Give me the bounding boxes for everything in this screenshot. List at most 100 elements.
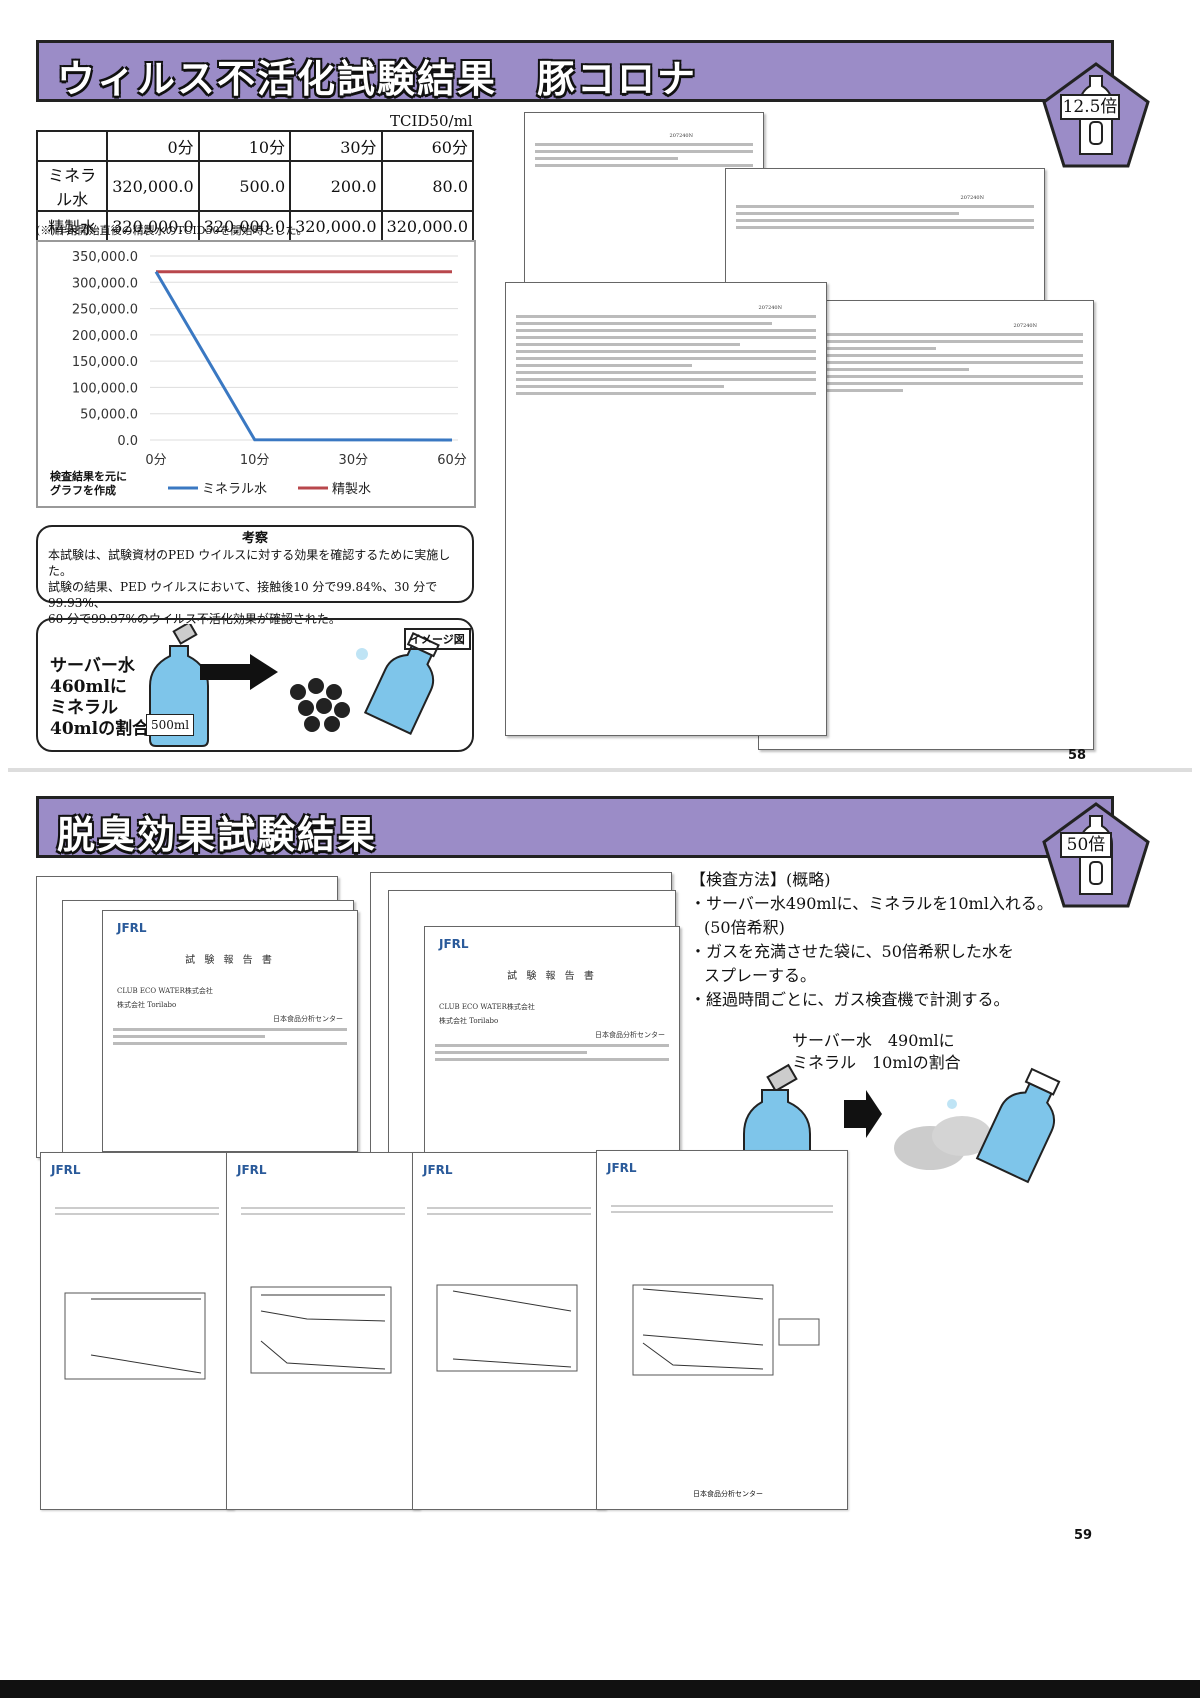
- illus-text: 40mlの割合: [50, 719, 150, 739]
- y-tick-label: 300,000.0: [72, 276, 138, 291]
- table-row: ミネラル水 320,000.0 500.0 200.0 80.0: [35, 160, 475, 212]
- consideration-text: 試験の結果、PED ウイルスにおいて、接触後10 分で99.84%、30 分で9…: [48, 580, 438, 610]
- jfrl-report-page: JFRL 試 験 報 告 書 CLUB ECO WATER株式会社 株式会社 T…: [102, 910, 358, 1152]
- table-header-row: 0分 10分 30分 60分: [35, 130, 475, 162]
- table-header-cell: [35, 130, 109, 162]
- report-client: 株式会社 Torilabo: [439, 1017, 499, 1025]
- graph-page: JFRL: [226, 1152, 420, 1510]
- table-cell: 320,000.0: [380, 210, 475, 242]
- x-tick-label: 10分: [240, 453, 270, 468]
- jfrl-logo: JFRL: [423, 1163, 453, 1177]
- graph-page: JFRL: [40, 1152, 234, 1510]
- page-number: 59: [1074, 1528, 1093, 1543]
- ratio-text: ミネラル 10mlの割合: [792, 1053, 961, 1072]
- report-center: 日本食品分析センター: [693, 1490, 763, 1498]
- tcid-line-chart: 350,000.0 300,000.0 250,000.0 200,000.0 150,…: [36, 240, 476, 508]
- doc-code: 207240N: [758, 305, 782, 311]
- bottom-banner-title: 脱臭効果試験結果: [57, 813, 378, 857]
- report-page: 207240N: [505, 282, 827, 736]
- table-row: 精製水 320,000.0 320,000.0 320,000.0 320,00…: [35, 210, 475, 242]
- table-cell: 80.0: [380, 160, 475, 212]
- doc-code: 207240N: [960, 195, 984, 201]
- method-item: ・経過時間ごとに、ガス検査機で計測する。: [690, 990, 1010, 1009]
- y-tick-label: 250,000.0: [72, 303, 138, 318]
- doc-code: 207240N: [669, 133, 693, 139]
- y-tick-label: 350,000.0: [72, 250, 138, 265]
- table-cell: 320,000.0: [197, 210, 292, 242]
- page-number: 58: [1068, 748, 1087, 763]
- table-cell: 320,000.0: [106, 210, 200, 242]
- jfrl-logo: JFRL: [117, 921, 147, 935]
- tcid-table: 0分 10分 30分 60分 ミネラル水 320,000.0 500.0 200…: [35, 130, 475, 242]
- consideration-box: 考察 本試験は、試験資材のPED ウイルスに対する効果を確認するために実施した。…: [36, 525, 474, 626]
- method-item: (50倍希釈): [704, 918, 785, 937]
- table-cell: 200.0: [289, 160, 383, 212]
- report-title: 試 験 報 告 書: [185, 955, 275, 966]
- series-line: [154, 271, 453, 442]
- x-tick-label: 0分: [145, 453, 166, 468]
- method-item: スプレーする。: [704, 966, 817, 985]
- illus-text: ミネラル: [50, 698, 118, 718]
- y-tick-label: 100,000.0: [72, 381, 138, 396]
- table-cell: 320,000.0: [106, 160, 200, 212]
- illus-text: 460mlに: [50, 677, 127, 697]
- unit-label: TCID50/ml: [390, 112, 473, 130]
- table-cell: 500.0: [197, 160, 292, 212]
- jfrl-logo: JFRL: [439, 937, 469, 951]
- y-tick-label: 50,000.0: [80, 408, 138, 423]
- report-client: 株式会社 Torilabo: [117, 1001, 177, 1009]
- jfrl-logo: JFRL: [237, 1163, 267, 1177]
- graph-plot: [64, 1292, 206, 1380]
- image-label: イメージ図: [404, 628, 471, 650]
- legend-label: 精製水: [332, 482, 371, 497]
- jfrl-logo: JFRL: [607, 1161, 637, 1175]
- top-banner-title: ウィルス不活化試験結果 豚コロナ: [57, 57, 698, 101]
- bottom-banner: 脱臭効果試験結果: [36, 796, 1114, 858]
- report-center: 日本食品分析センター: [273, 1015, 343, 1023]
- method-box: 【検査方法】(概略) ・サーバー水490mlに、ミネラルを10ml入れる。 (5…: [690, 868, 1160, 1012]
- x-tick-label: 60分: [437, 453, 467, 468]
- table-header-cell: 10分: [197, 130, 292, 162]
- mix-illustration-box: サーバー水 460mlに ミネラル 40mlの割合 500ml イメージ図: [36, 618, 474, 752]
- table-header-cell: 30分: [289, 130, 383, 162]
- report-center: 日本食品分析センター: [595, 1031, 665, 1039]
- page-divider: [8, 768, 1192, 772]
- report-client: CLUB ECO WATER株式会社: [439, 1003, 535, 1011]
- graph-page: JFRL: [412, 1152, 606, 1510]
- top-ratio-badge: 12.5倍: [1060, 94, 1120, 120]
- top-banner: ウィルス不活化試験結果 豚コロナ: [36, 40, 1114, 102]
- arrow-right-icon: [200, 654, 278, 690]
- graph-plot: [632, 1284, 820, 1376]
- y-tick-label: 200,000.0: [72, 329, 138, 344]
- bottom-bar: [0, 1680, 1200, 1698]
- table-header-cell: 60分: [380, 130, 475, 162]
- x-tick-label: 30分: [339, 453, 369, 468]
- chart-svg: 350,000.0 300,000.0 250,000.0 200,000.0 150,…: [72, 250, 467, 497]
- jfrl-report-page: JFRL 試 験 報 告 書 CLUB ECO WATER株式会社 株式会社 T…: [424, 926, 680, 1158]
- y-tick-label: 150,000.0: [72, 355, 138, 370]
- bottle-label: 500ml: [146, 714, 194, 736]
- row-label: ミネラル水: [35, 160, 109, 212]
- graph-plot: [436, 1284, 578, 1372]
- graph-plot: [250, 1286, 392, 1374]
- y-tick-label: 0.0: [117, 434, 138, 449]
- method-item: ・サーバー水490mlに、ミネラルを10ml入れる。: [690, 894, 1053, 913]
- method-title: 【検査方法】(概略): [690, 870, 831, 889]
- report-title: 試 験 報 告 書: [507, 971, 597, 982]
- chart-caption-line2: グラフを作成: [50, 484, 116, 497]
- consideration-text: 本試験は、試験資材のPED ウイルスに対する効果を確認するために実施した。: [48, 548, 451, 578]
- chart-caption-line1: 検査結果を元に: [50, 470, 127, 483]
- spray-bottle-icon: [290, 632, 440, 736]
- bottom-ratio-badge: 50倍: [1060, 832, 1112, 858]
- method-item: ・ガスを充満させた袋に、50倍希釈した水を: [690, 942, 1014, 961]
- table-cell: 320,000.0: [289, 210, 383, 242]
- illus-text: サーバー水: [50, 656, 135, 676]
- legend-label: ミネラル水: [202, 482, 267, 497]
- doc-code: 207240N: [1013, 323, 1037, 329]
- ratio-text: サーバー水 490mlに: [792, 1031, 955, 1050]
- report-client: CLUB ECO WATER株式会社: [117, 987, 213, 995]
- consideration-title: 考察: [241, 531, 268, 546]
- row-label: 精製水: [35, 210, 109, 242]
- table-header-cell: 0分: [106, 130, 200, 162]
- table-note: (※)作用開始直後の精製水のTCID50を開始時とした。: [36, 224, 308, 237]
